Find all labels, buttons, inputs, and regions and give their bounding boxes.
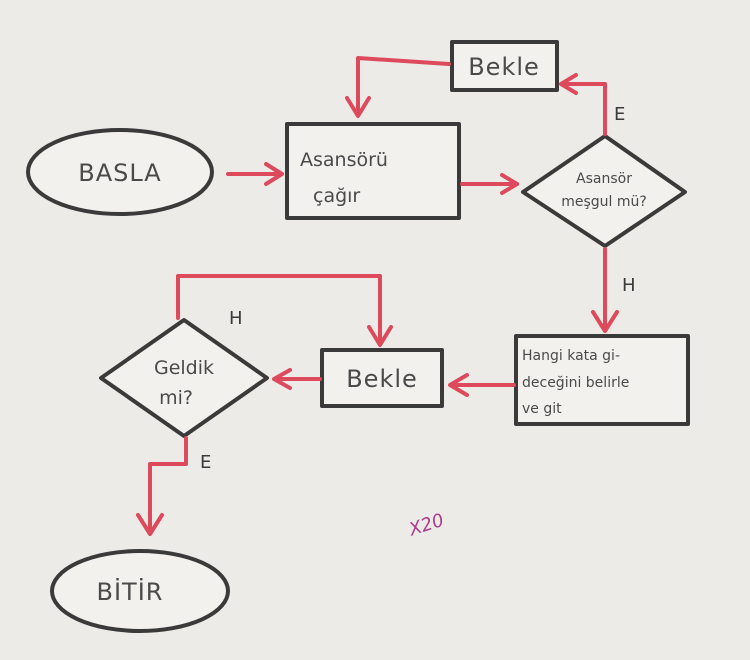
elevator-busy-decision [521, 134, 687, 248]
arrived-label-line2: mi? [159, 387, 193, 409]
call-label-line1: Asansörü [300, 149, 388, 171]
arrow-start-to-call [226, 162, 284, 186]
call-elevator-process [285, 122, 461, 220]
arrow-call-to-busy [460, 173, 519, 195]
arrow-arrived-no-loop [176, 274, 393, 347]
arrow-wait-to-arrived [272, 368, 322, 390]
busy-yes-label: E [614, 104, 625, 125]
start-label: BASLA [78, 159, 161, 187]
wait-top-process [450, 40, 559, 92]
busy-label-line1: Asansör [576, 171, 632, 187]
wait-top-label: Bekle [468, 53, 540, 81]
busy-no-label: H [622, 275, 636, 296]
arrow-wait-to-call [345, 56, 451, 118]
choose-floor-process [514, 334, 690, 426]
arrow-busy-yes-to-wait [559, 73, 607, 136]
arrived-decision [99, 318, 269, 438]
choose-label-line1: Hangi kata gi- [522, 348, 620, 364]
wait-middle-process [320, 348, 444, 408]
arrived-label-line1: Geldik [154, 357, 214, 379]
arrived-no-label: H [229, 308, 243, 329]
arrow-choose-to-wait [448, 373, 516, 397]
start-terminal [26, 128, 214, 216]
arrived-yes-label: E [200, 452, 211, 473]
end-label: BİTİR [97, 577, 164, 606]
choose-label-line3: ve git [522, 401, 562, 417]
end-terminal [50, 549, 230, 633]
busy-label-line2: meşgul mü? [561, 194, 647, 210]
arrow-arrived-yes-to-end [136, 436, 188, 536]
choose-label-line2: deceğini belirle [522, 375, 629, 391]
arrow-busy-no-to-choose [591, 247, 619, 333]
wait-middle-label: Bekle [346, 365, 418, 393]
call-label-line2: çağır [313, 185, 360, 207]
